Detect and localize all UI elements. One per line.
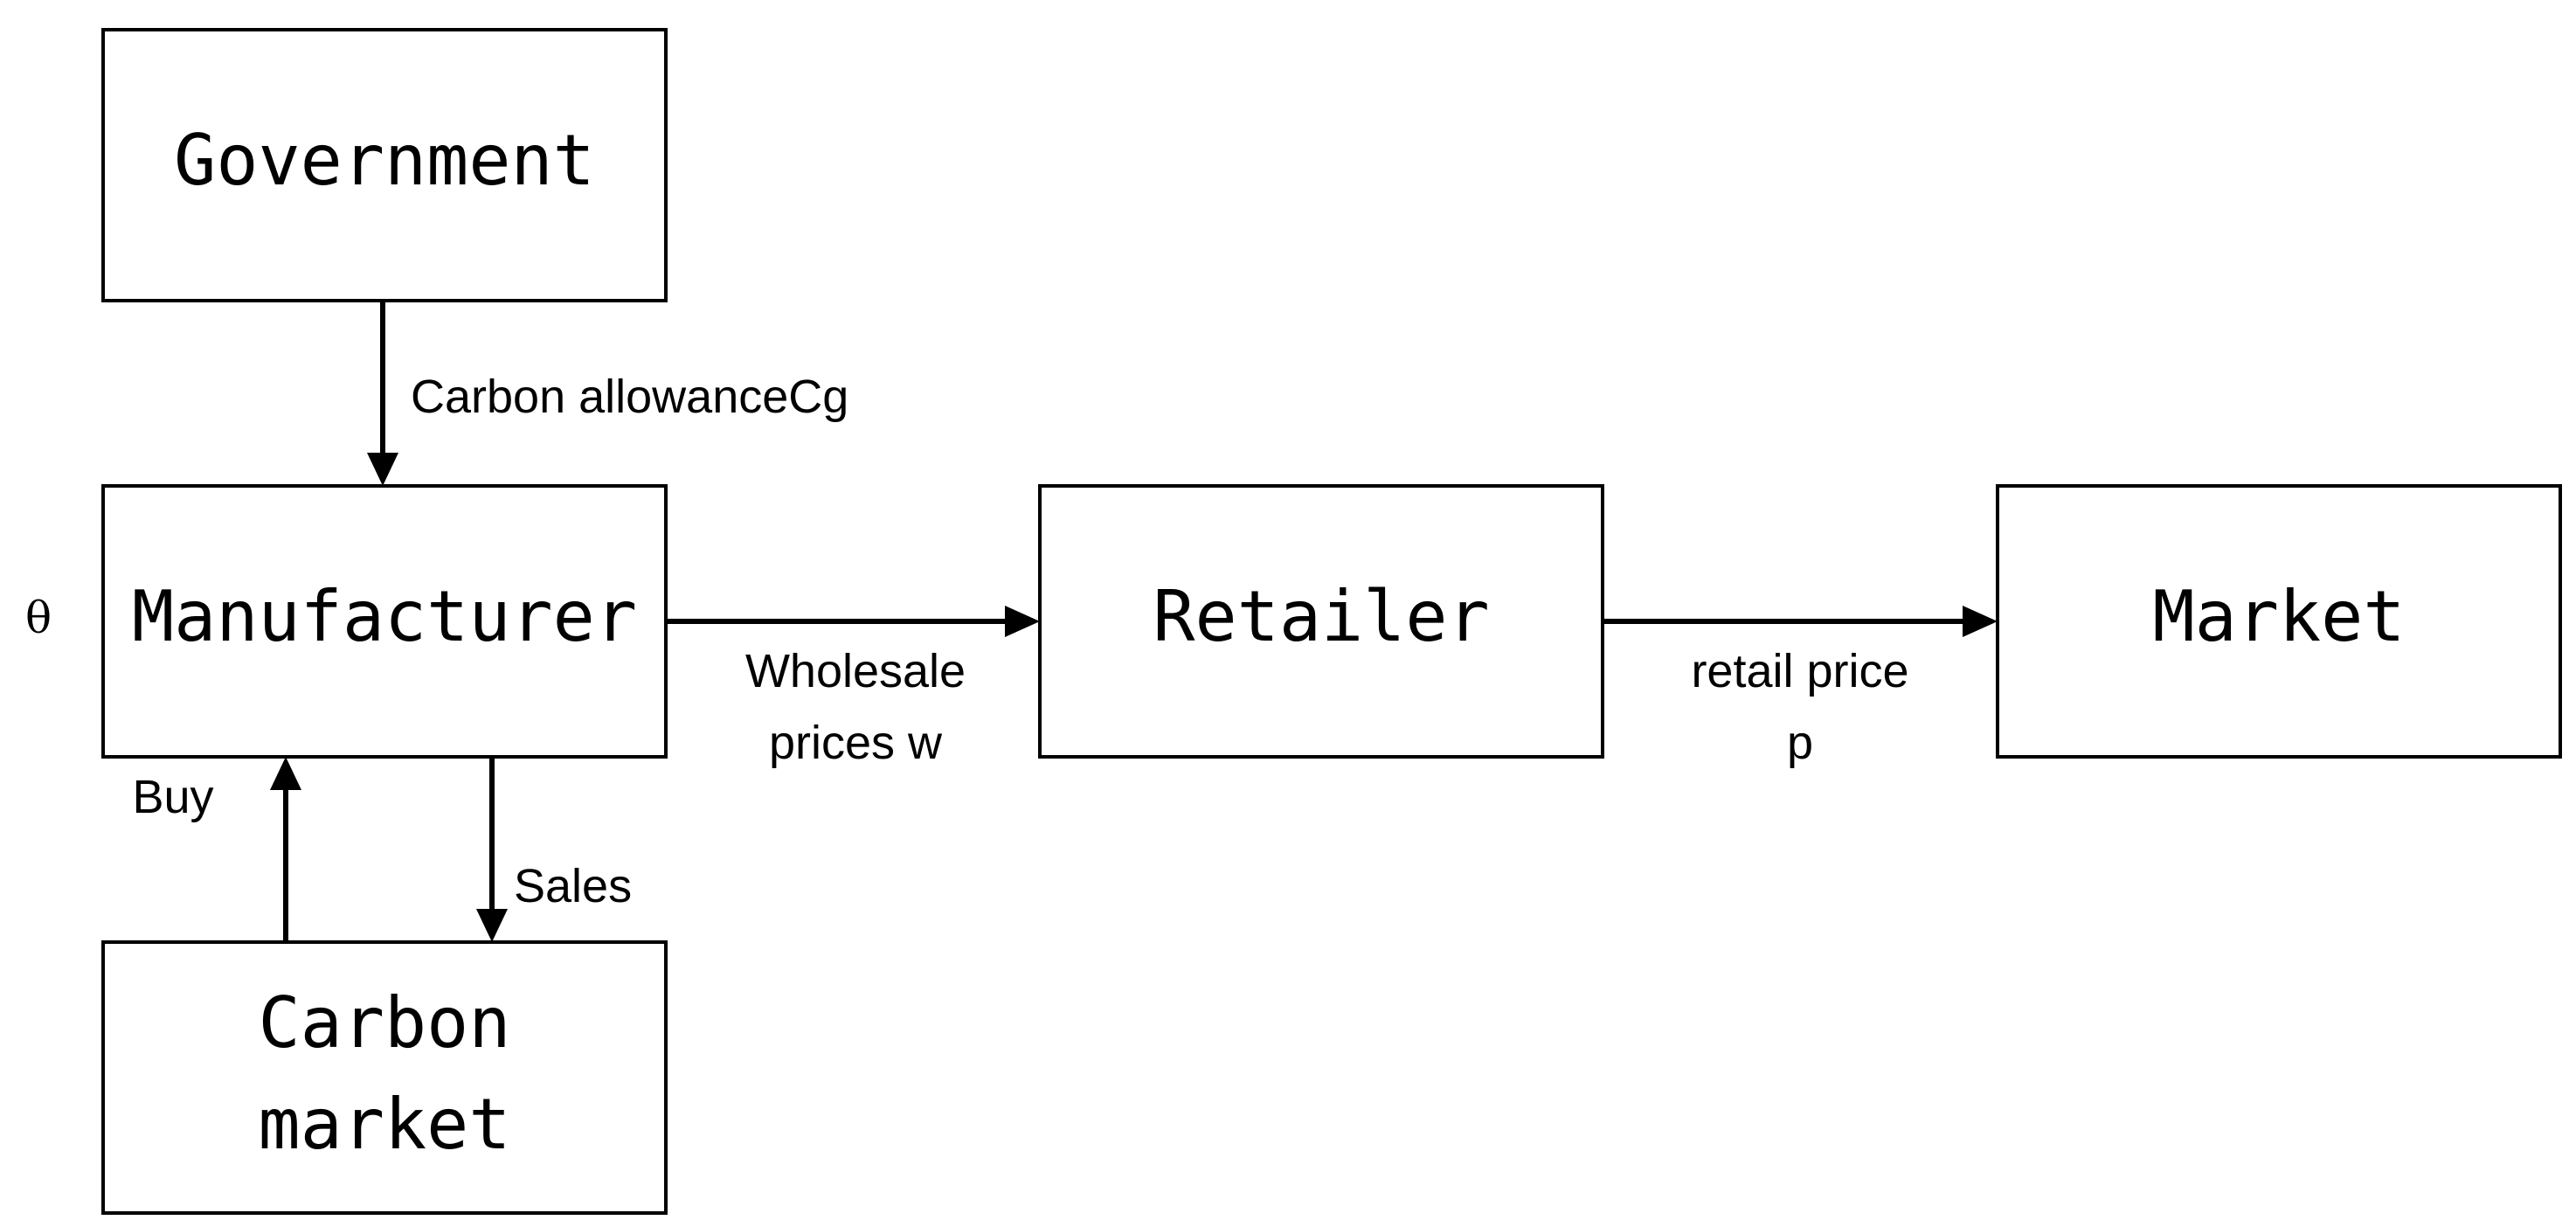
theta-label: θ <box>25 593 52 643</box>
arrow-buy <box>270 757 301 942</box>
carbon-allowance-label: Carbon allowanceCg <box>411 371 848 423</box>
market-label: Market <box>2153 576 2406 657</box>
arrow-retailer-to-market <box>1603 606 1998 637</box>
retail-price-label-line1: retail price <box>1691 645 1908 697</box>
retail-price-label-line2: p <box>1787 717 1813 769</box>
arrow-government-to-manufacturer <box>367 301 398 486</box>
market-node: Market <box>1996 484 2562 759</box>
manufacturer-node: Manufacturer <box>101 484 668 759</box>
government-node: Government <box>101 28 668 302</box>
retailer-node: Retailer <box>1038 484 1604 759</box>
carbon-market-label-line2: market <box>259 1084 511 1165</box>
retailer-label: Retailer <box>1153 576 1489 657</box>
manufacturer-label: Manufacturer <box>132 576 637 657</box>
carbon-market-label-line1: Carbon <box>259 982 511 1064</box>
arrow-manufacturer-to-retailer <box>666 606 1040 637</box>
arrow-sales <box>476 757 508 942</box>
carbon-market-node: Carbon market <box>101 940 668 1215</box>
buy-label: Buy <box>132 771 213 823</box>
sales-label: Sales <box>514 860 632 912</box>
wholesale-prices-label-line1: Wholesale <box>745 645 966 697</box>
wholesale-prices-label-line2: prices w <box>769 717 943 769</box>
government-label: Government <box>174 120 595 201</box>
